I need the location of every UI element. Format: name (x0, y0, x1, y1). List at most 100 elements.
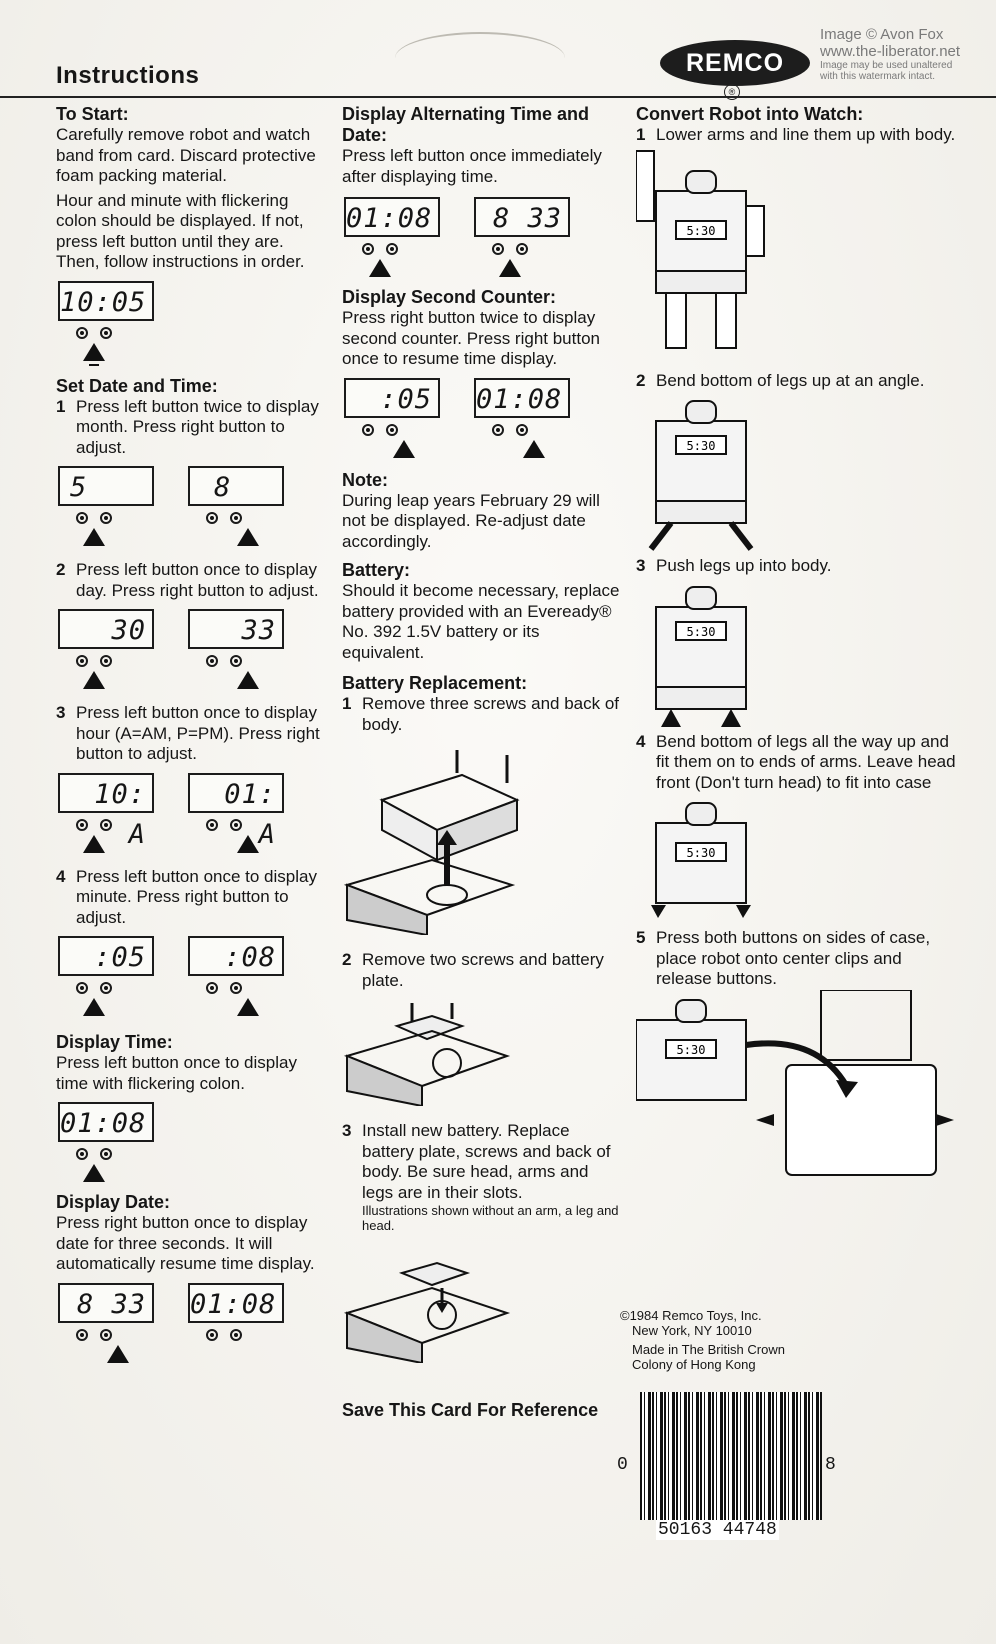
column-2: Display Alternating Time and Date: Press… (342, 104, 620, 1438)
left-button-icon (206, 655, 218, 667)
left-button-icon (76, 1328, 88, 1341)
barcode-left-digit: 0 (617, 1455, 628, 1475)
set-date-heading: Set Date and Time: (56, 375, 218, 396)
robot-display-text: 5:30 (687, 224, 716, 238)
right-button-icon (230, 655, 242, 667)
hang-hole (395, 32, 565, 84)
arrow-up-icon (237, 528, 259, 546)
convert-step-1-text: Lower arms and line them up with body. (656, 125, 956, 144)
to-start-heading: To Start: (56, 104, 129, 124)
right-button-icon (100, 982, 112, 994)
right-button-icon (230, 1328, 242, 1341)
left-button-icon (76, 1148, 88, 1160)
robot-push-legs-illustration: 5:30 (655, 585, 747, 727)
watermark-line-1: Image © Avon Fox (820, 26, 944, 43)
arrow-up-icon (393, 439, 415, 458)
lcd-display: 8 33 (474, 197, 570, 237)
to-start-text-2: Hour and minute with flickering colon sh… (56, 190, 305, 272)
note-text: During leap years February 29 will not b… (342, 490, 600, 551)
install-battery-illustration (343, 1261, 511, 1365)
arrow-up-icon (237, 834, 259, 853)
note-heading: Note: (342, 469, 388, 490)
robot-into-watch-illustration: 5:30 (635, 988, 954, 1176)
lcd-display: 01:08 (344, 197, 440, 237)
replacement-step-3-note: Illustrations shown without an arm, a le… (362, 1203, 619, 1233)
display-time-text: Press left button once to display time w… (56, 1053, 297, 1093)
column-1: To Start: Carefully remove robot and wat… (56, 104, 326, 1363)
right-button-icon (516, 243, 528, 255)
display-time-heading: Display Time: (56, 1032, 173, 1052)
robot-bend-legs-illustration: 5:30 (648, 400, 754, 551)
save-card-text: Save This Card For Reference (342, 1400, 599, 1420)
lcd-display: :05 (344, 377, 440, 418)
set-step-1-text: Press left button twice to display month… (76, 396, 319, 457)
remco-logo: REMCO (660, 40, 810, 86)
left-button-icon (76, 818, 88, 831)
copyright-line-2: New York, NY 10010 (632, 1323, 752, 1338)
robot-folded-illustration: 5:30 (651, 802, 751, 918)
right-button-icon (100, 512, 112, 524)
lcd-display: 8 33 (58, 1282, 154, 1323)
watermark-line-2: www.the-liberator.net (820, 43, 961, 60)
second-counter-text: Press right button twice to display seco… (342, 308, 600, 368)
set-step-3-text: Press left button once to display hour (… (76, 703, 320, 763)
watermark-line-3: Image may be used unaltered (820, 60, 953, 71)
right-button-icon (100, 655, 112, 667)
right-button-icon (516, 423, 528, 436)
right-button-icon (230, 818, 242, 831)
remove-back-illustration (343, 750, 520, 937)
arrow-up-icon (83, 342, 105, 361)
lcd-display: 8 (188, 466, 284, 506)
right-button-icon (100, 818, 112, 831)
set-step-4-text: Press left button once to display minute… (76, 866, 317, 927)
barcode-number: 50163 44748 (656, 1520, 779, 1540)
convert-step-5-text: Press both buttons on sides of case, pla… (656, 928, 931, 988)
right-button-icon (100, 326, 112, 339)
left-button-icon (76, 512, 88, 524)
arrow-up-icon (369, 259, 391, 277)
battery-text: Should it become necessary, replace batt… (342, 581, 620, 662)
right-button-icon (100, 1328, 112, 1341)
alternating-text: Press left button once immediately after… (342, 146, 602, 186)
left-button-icon (492, 243, 504, 255)
lcd-display: 30 (58, 609, 154, 649)
right-button-icon (230, 512, 242, 524)
left-button-icon (206, 982, 218, 994)
left-button-icon (362, 423, 374, 436)
robot-arms-lowered-illustration: 5:30 (635, 149, 765, 349)
lcd-display: 33 (188, 609, 284, 649)
arrow-up-icon (499, 259, 521, 277)
watermark-line-4: with this watermark intact. (820, 71, 936, 82)
left-button-icon (206, 512, 218, 524)
to-start-text: Carefully remove robot and watch band fr… (56, 125, 316, 185)
left-button-icon (76, 655, 88, 667)
set-step-2-text: Press left button once to display day. P… (76, 560, 319, 600)
arrow-up-icon (237, 998, 259, 1016)
arrow-up-icon (83, 998, 105, 1016)
left-button-icon (206, 818, 218, 831)
lcd-display: 01: A (188, 772, 284, 850)
convert-step-3-text: Push legs up into body. (656, 556, 832, 575)
convert-heading: Convert Robot into Watch: (636, 104, 864, 124)
lcd-display: 5 (58, 466, 154, 506)
barcode-right-digit: 8 (825, 1455, 836, 1475)
made-in-text: Made in The British Crown Colony of Hong… (632, 1342, 785, 1372)
arrow-up-icon (523, 439, 545, 458)
robot-display-text: 5:30 (687, 439, 716, 453)
display-date-heading: Display Date: (56, 1192, 171, 1212)
lcd-display: :08 (188, 936, 284, 976)
arrow-up-icon (83, 834, 105, 853)
barcode (640, 1392, 822, 1520)
registered-mark-icon: ® (724, 84, 740, 100)
copyright-block: ©1984 Remco Toys, Inc. New York, NY 1001… (620, 1308, 820, 1372)
